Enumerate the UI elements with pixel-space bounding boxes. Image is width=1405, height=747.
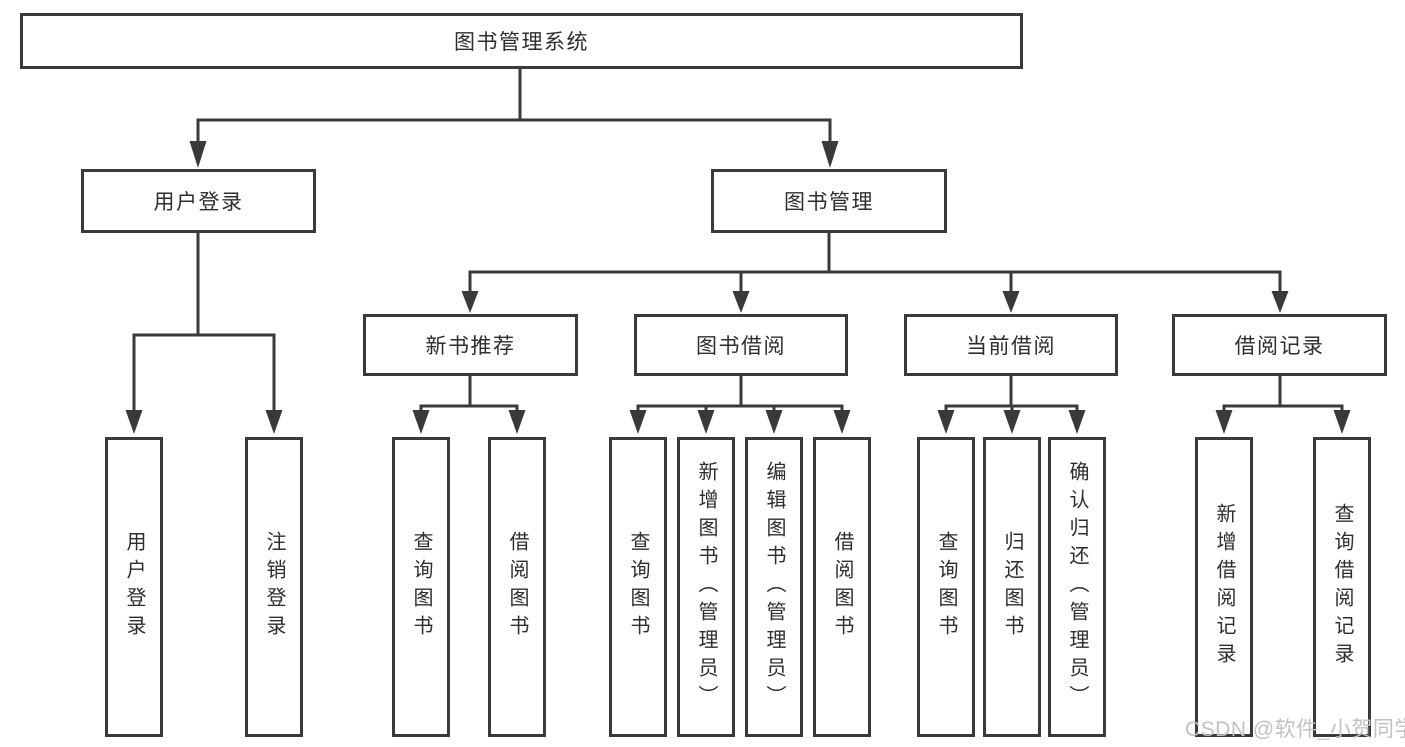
arrowhead-icon — [508, 410, 526, 434]
leaf-query-books-recommend-label: 查询图书 — [410, 531, 432, 643]
arrowhead-icon — [125, 410, 143, 434]
connector-book-management — [461, 231, 1289, 313]
arrowhead-icon — [937, 410, 955, 434]
leaf-add-borrow-record: 新增借阅记录 — [1195, 437, 1253, 737]
node-new-book-recommend-label: 新书推荐 — [425, 335, 516, 358]
connector-new-book-recommend — [412, 374, 526, 434]
leaf-query-books-borrowing-label: 查询图书 — [627, 531, 649, 643]
node-book-borrowing-label: 图书借阅 — [696, 335, 786, 358]
arrowhead-icon — [765, 410, 783, 434]
arrowhead-icon — [629, 410, 647, 434]
leaf-edit-book-admin: 编辑图书（管理员） — [745, 437, 803, 737]
leaf-query-books-borrowing: 查询图书 — [609, 437, 667, 737]
arrowhead-icon — [189, 141, 207, 168]
arrowhead-icon — [697, 410, 715, 434]
leaf-confirm-return-admin: 确认归还（管理员） — [1048, 437, 1106, 737]
leaf-return-books: 归还图书 — [983, 437, 1041, 737]
leaf-query-books-recommend: 查询图书 — [392, 437, 450, 737]
leaf-query-books-current-label: 查询图书 — [935, 531, 957, 643]
node-borrowing-records: 借阅记录 — [1172, 314, 1387, 376]
arrowhead-icon — [833, 410, 851, 434]
leaf-add-book-admin: 新增图书（管理员） — [677, 437, 735, 737]
node-root-label: 图书管理系统 — [454, 31, 589, 54]
node-user-login-label: 用户登录 — [153, 191, 244, 214]
leaf-add-borrow-record-label: 新增借阅记录 — [1213, 503, 1235, 671]
leaf-logout: 注销登录 — [245, 437, 303, 737]
leaf-return-books-label: 归还图书 — [1001, 531, 1023, 643]
leaf-user-login-label: 用户登录 — [123, 531, 145, 643]
arrowhead-icon — [1068, 410, 1086, 434]
arrowhead-icon — [821, 141, 839, 168]
node-current-borrowing-label: 当前借阅 — [966, 335, 1056, 358]
watermark: CSDN @软件_小贺同学 — [1185, 718, 1405, 741]
arrowhead-icon — [1333, 410, 1351, 434]
leaf-user-login: 用户登录 — [105, 437, 163, 737]
connector-current-borrowing — [937, 374, 1086, 434]
leaf-borrow-books-recommend-label: 借阅图书 — [506, 531, 528, 643]
arrowhead-icon — [265, 410, 283, 434]
node-user-login: 用户登录 — [81, 169, 316, 233]
node-book-management: 图书管理 — [711, 169, 947, 233]
arrowhead-icon — [461, 291, 479, 313]
arrowhead-icon — [412, 410, 430, 434]
leaf-query-borrow-record-label: 查询借阅记录 — [1331, 503, 1353, 671]
leaf-confirm-return-admin-label: 确认归还（管理员） — [1066, 461, 1088, 713]
leaf-add-book-admin-label: 新增图书（管理员） — [695, 461, 717, 713]
leaf-edit-book-admin-label: 编辑图书（管理员） — [763, 461, 785, 713]
leaf-query-books-current: 查询图书 — [917, 437, 975, 737]
leaf-query-borrow-record: 查询借阅记录 — [1313, 437, 1371, 737]
arrowhead-icon — [1003, 410, 1021, 434]
connector-user-login — [125, 231, 283, 434]
arrowhead-icon — [1002, 291, 1020, 313]
node-book-management-label: 图书管理 — [784, 191, 874, 214]
leaf-logout-label: 注销登录 — [263, 531, 285, 643]
arrowhead-icon — [1271, 291, 1289, 313]
connector-borrowing-records — [1215, 374, 1351, 434]
node-borrowing-records-label: 借阅记录 — [1234, 335, 1325, 358]
arrowhead-icon — [1215, 410, 1233, 434]
leaf-borrow-books-label: 借阅图书 — [831, 531, 853, 643]
node-book-borrowing: 图书借阅 — [634, 314, 848, 376]
connector-root — [189, 67, 839, 168]
leaf-borrow-books-recommend: 借阅图书 — [488, 437, 546, 737]
node-root: 图书管理系统 — [20, 13, 1023, 69]
node-current-borrowing: 当前借阅 — [904, 314, 1118, 376]
arrowhead-icon — [732, 291, 750, 313]
connector-book-borrowing — [629, 374, 851, 434]
leaf-borrow-books: 借阅图书 — [813, 437, 871, 737]
node-new-book-recommend: 新书推荐 — [363, 314, 578, 376]
